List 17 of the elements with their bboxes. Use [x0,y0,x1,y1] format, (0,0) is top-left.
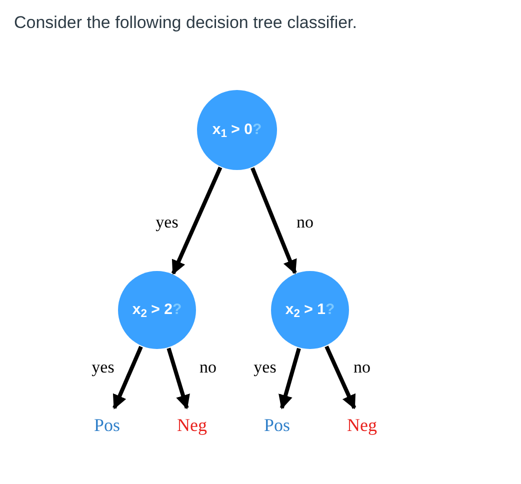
edge-label: yes [92,356,114,378]
leaf-label: Neg [340,414,384,436]
arrow [324,346,356,410]
edge-label: no [354,356,370,378]
edge-label: yes [156,211,178,234]
arrow [112,346,143,410]
leaf-label: Neg [170,414,214,436]
leaf-label: Pos [257,414,297,436]
arrow [278,348,301,410]
edge-label: no [200,356,216,378]
arrow [250,167,297,274]
question-text: Consider the following decision tree classifier. [14,12,358,34]
arrow [171,166,222,275]
arrow [166,348,190,410]
edge-label: yes [254,356,276,378]
edge-label: no [296,211,314,234]
leaf-label: Pos [87,414,127,436]
